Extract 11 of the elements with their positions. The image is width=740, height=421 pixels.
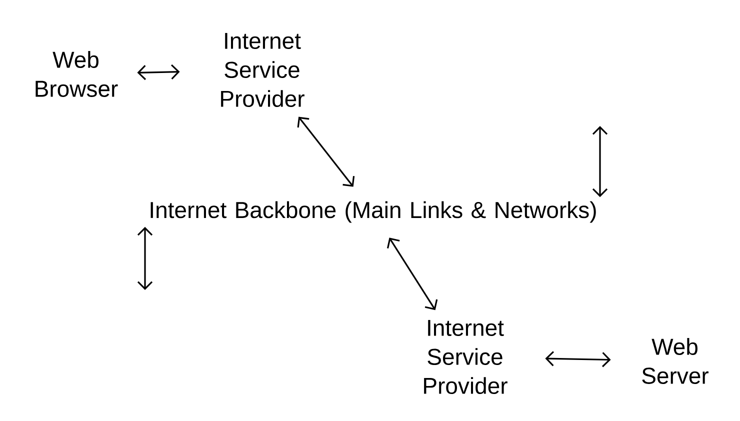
node-label: Web Server: [642, 338, 708, 384]
double-arrow: [137, 226, 153, 290]
node-label: Web Browser: [36, 51, 118, 97]
node-label: Internet Backbone (Main Links & Networks): [150, 201, 596, 223]
node-label: Internet Service Provider: [424, 320, 508, 394]
double-arrow: [592, 126, 608, 198]
double-arrow: [545, 351, 611, 368]
double-arrow: [386, 238, 438, 310]
double-arrow: [137, 64, 180, 80]
node-label: Internet Service Provider: [221, 32, 304, 108]
double-arrow: [297, 116, 355, 187]
